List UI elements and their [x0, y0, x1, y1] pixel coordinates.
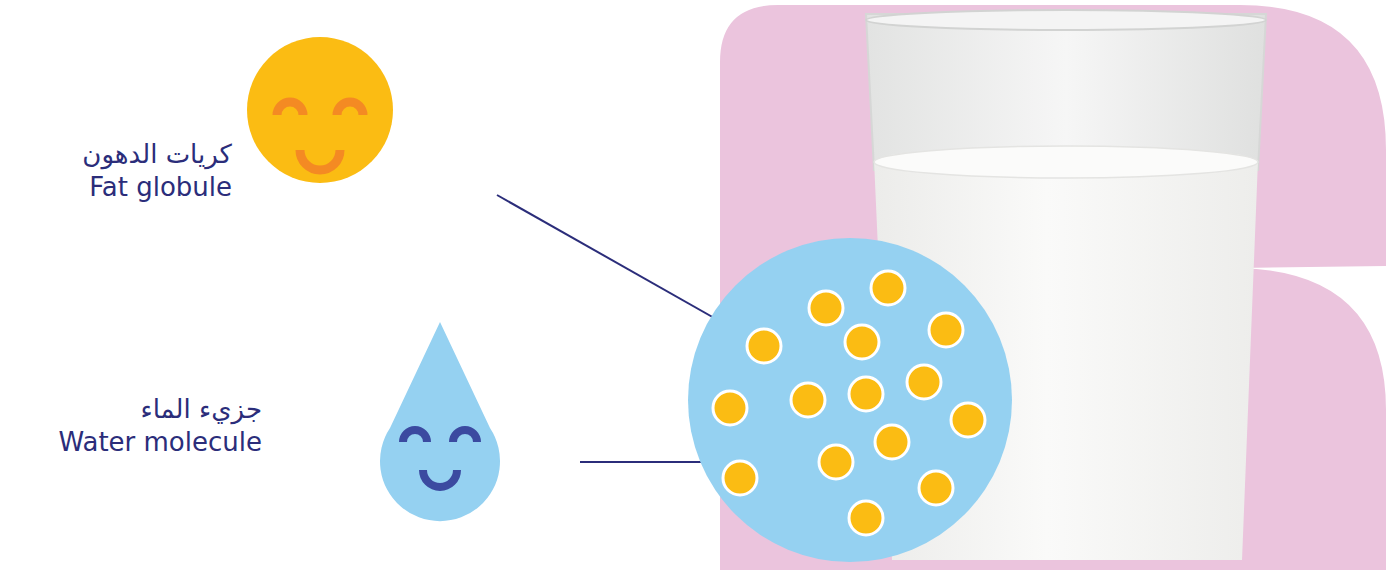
water-molecule-icon: [60, 320, 520, 530]
water-molecule: جزيء الماءWater molecule: [60, 320, 520, 530]
leader-line: [497, 195, 746, 336]
eye: [277, 102, 303, 115]
english-label: Water molecule: [58, 426, 262, 459]
arabic-label: كريات الدهون: [82, 138, 232, 171]
eye: [453, 430, 477, 442]
arabic-label: جزيء الماء: [58, 393, 262, 426]
water-drop: [380, 322, 500, 521]
fat-globule-circle: [247, 37, 393, 183]
glass-lip: [866, 10, 1266, 30]
eye: [337, 102, 363, 115]
label-group: جزيء الماءWater molecule: [58, 393, 262, 458]
eye: [403, 430, 427, 442]
english-label: Fat globule: [82, 171, 232, 204]
label-group: كريات الدهونFat globule: [82, 138, 232, 203]
smile: [423, 470, 457, 487]
milk-surface: [874, 146, 1258, 178]
fat-globule: كريات الدهونFat globule: [60, 35, 500, 205]
fat-globules: [713, 271, 985, 535]
magnified-milk: [688, 238, 1012, 562]
smile: [300, 150, 340, 170]
